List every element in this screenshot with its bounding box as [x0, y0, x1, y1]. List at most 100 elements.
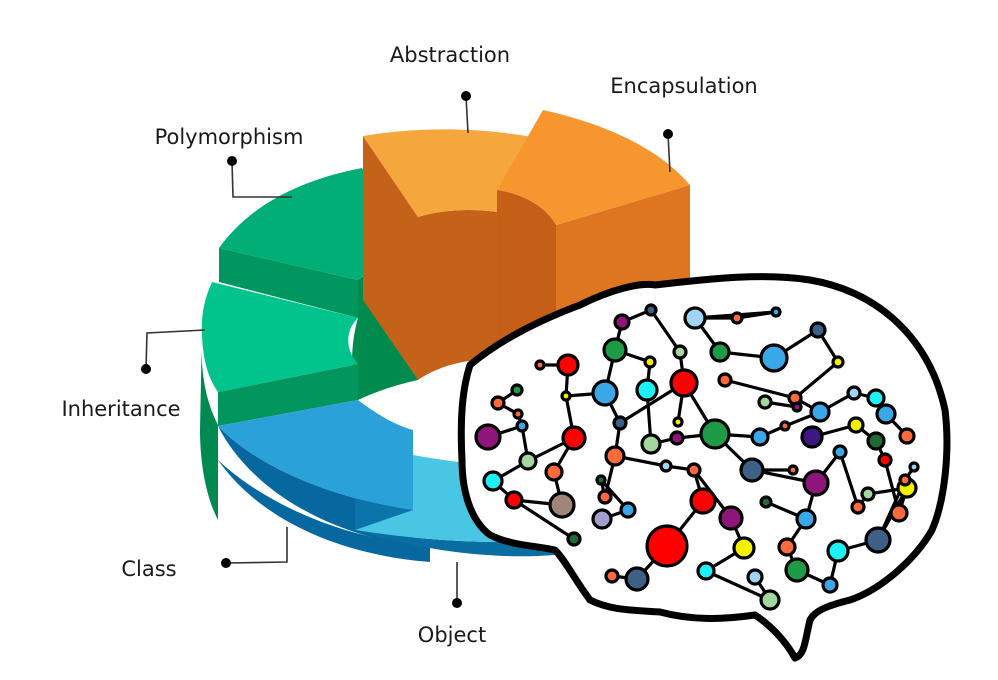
- label-encapsulation: Encapsulation: [610, 74, 758, 98]
- brain-node: [659, 459, 673, 473]
- segment-class-top: [218, 400, 413, 510]
- brain-node: [898, 473, 912, 487]
- brain-edge: [649, 308, 682, 354]
- labels: Abstraction Encapsulation Polymorphism I…: [61, 43, 757, 647]
- brain-node: [717, 372, 733, 388]
- brain-node: [683, 306, 707, 330]
- label-abstraction: Abstraction: [390, 43, 510, 67]
- brain-node: [831, 355, 845, 369]
- segment-inheritance-side: [200, 330, 218, 520]
- encapsulation-pin: [663, 129, 673, 139]
- brain-node: [802, 469, 830, 497]
- segment-inheritance[interactable]: [200, 282, 358, 520]
- brain-node: [534, 359, 546, 371]
- segment-abstraction-top: [363, 129, 532, 217]
- brain-node: [864, 526, 892, 554]
- brain-nodes: [474, 303, 920, 611]
- brain-node: [759, 495, 773, 509]
- label-object: Object: [418, 623, 486, 647]
- brain-node: [791, 401, 803, 413]
- brain-node: [908, 461, 920, 473]
- brain-node: [739, 457, 765, 483]
- brain-node: [699, 418, 731, 450]
- brain-node: [770, 306, 782, 318]
- brain-node: [809, 401, 831, 423]
- label-class: Class: [121, 557, 176, 581]
- segment-inheritance-front: [218, 364, 358, 426]
- brain-node: [591, 508, 613, 530]
- brain-node: [826, 539, 850, 563]
- brain-node: [645, 524, 689, 568]
- brain-node: [759, 589, 781, 611]
- brain-node: [877, 452, 893, 468]
- brain-node: [515, 419, 529, 433]
- inheritance-pin: [141, 364, 151, 374]
- segment-polymorphism-front: [219, 248, 358, 318]
- label-inheritance: Inheritance: [61, 397, 180, 421]
- brain-node: [686, 462, 702, 478]
- brain-node: [730, 311, 744, 325]
- brain-node: [624, 566, 650, 592]
- brain-node: [787, 464, 799, 476]
- segment-class-outer: [218, 426, 430, 562]
- brain-node: [866, 388, 886, 408]
- brain-node: [556, 353, 580, 377]
- brain-outline: [457, 273, 951, 662]
- brain-node: [866, 431, 886, 451]
- abstraction-leader: [465, 95, 469, 134]
- segment-abstraction[interactable]: [363, 129, 532, 380]
- brain-node: [718, 505, 744, 531]
- polymorphism-leader: [231, 160, 292, 198]
- brain-node: [860, 486, 876, 502]
- inheritance-leader: [145, 329, 206, 370]
- brain-node: [490, 395, 506, 411]
- brain-node: [750, 427, 770, 447]
- brain-node: [595, 474, 607, 486]
- brain-edge: [793, 360, 840, 400]
- segment-abstraction-front: [418, 209, 497, 380]
- brain-node: [602, 337, 628, 363]
- brain-node: [777, 537, 797, 557]
- brain-node: [779, 420, 791, 432]
- brain-node: [640, 433, 662, 455]
- brain-node: [474, 423, 502, 451]
- brain-node: [832, 444, 848, 460]
- brain-node: [504, 490, 524, 510]
- brain-node: [597, 489, 613, 505]
- segment-encapsulation-top: [497, 110, 690, 225]
- brain-node: [591, 379, 619, 407]
- brain-node: [696, 561, 716, 581]
- segment-class[interactable]: [218, 400, 430, 562]
- abstraction-pin: [461, 91, 471, 101]
- class-leader: [225, 527, 288, 564]
- brain-node: [732, 536, 756, 560]
- brain-node: [613, 313, 631, 331]
- brain-node: [612, 415, 628, 431]
- brain-node: [759, 343, 789, 373]
- brain-node: [821, 576, 839, 594]
- brain-node: [875, 403, 897, 425]
- segment-object-front: [355, 530, 555, 557]
- brain-node: [757, 394, 773, 410]
- polymorphism-pin: [227, 156, 237, 166]
- brain-node: [800, 425, 824, 449]
- brain-node: [518, 451, 538, 471]
- brain-node: [889, 503, 909, 523]
- brain-node: [898, 427, 916, 445]
- brain-network-illustration: [457, 273, 951, 662]
- brain-node: [512, 408, 524, 420]
- brain-node: [795, 508, 817, 530]
- brain-node: [689, 487, 717, 515]
- brain-node: [850, 499, 866, 515]
- segment-inheritance-top: [201, 282, 358, 392]
- brain-node: [709, 341, 731, 363]
- brain-node: [560, 390, 572, 402]
- brain-node: [846, 385, 862, 401]
- brain-node: [619, 501, 637, 519]
- brain-node: [510, 383, 524, 397]
- brain-node: [604, 568, 620, 584]
- class-pin: [221, 558, 231, 568]
- brain-node: [847, 416, 865, 434]
- label-polymorphism: Polymorphism: [155, 125, 304, 149]
